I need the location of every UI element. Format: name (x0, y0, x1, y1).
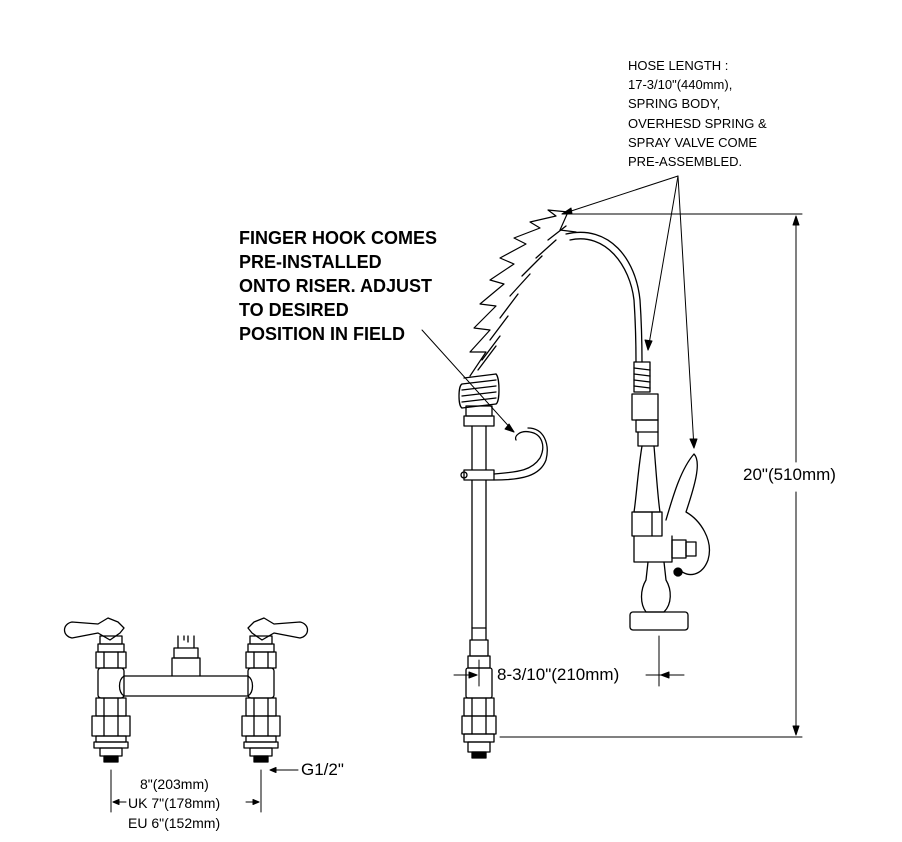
left-lever-handle (63, 617, 125, 641)
hook-note-line: ONTO RISER. ADJUST (239, 276, 433, 296)
riser-assembly (458, 373, 548, 759)
hook-note-line: FINGER HOOK COMES (239, 228, 438, 248)
finger-hook-note: FINGER HOOK COMES PRE-INSTALLED ONTO RIS… (239, 226, 437, 346)
hose-length-note: HOSE LENGTH : 17-3/10"(440mm), SPRING BO… (628, 56, 767, 171)
deck-faucet-body (63, 617, 309, 763)
height-dimension (499, 213, 803, 738)
center-spacing-8in: 8"(203mm) (140, 776, 209, 792)
reach-dimension (453, 635, 685, 687)
center-spacing-dimension (110, 767, 299, 813)
hook-note-line: PRE-INSTALLED (239, 252, 382, 272)
hose-note-line: HOSE LENGTH : (628, 58, 729, 73)
hose-note-line: PRE-ASSEMBLED. (628, 154, 743, 170)
hook-note-line: TO DESIRED (239, 300, 349, 320)
hose-note-line: SPRAY VALVE COME (628, 134, 758, 150)
note-leaders (421, 175, 698, 449)
hose-note-line: OVERHESD SPRING & (628, 115, 767, 131)
center-spacing-eu: EU 6"(152mm) (128, 815, 221, 831)
hose-note-line: SPRING BODY, (628, 96, 721, 112)
thread-size-label: G1/2" (300, 760, 345, 780)
hose-note-line: 17-3/10"(440mm), (628, 77, 733, 93)
height-dimension-label: 20"(510mm) (742, 465, 837, 485)
right-lever-handle (247, 617, 309, 641)
trigger-handle (665, 453, 711, 576)
riser-spring (461, 373, 497, 409)
hook-note-line: POSITION IN FIELD (239, 324, 406, 344)
reach-dimension-label: 8-3/10"(210mm) (496, 665, 621, 685)
center-spacing-uk: UK 7"(178mm) (128, 795, 221, 811)
pre-rinse-hose (565, 231, 643, 363)
spray-valve (629, 361, 711, 631)
finger-hook (463, 469, 495, 481)
overhead-spring (469, 209, 643, 377)
